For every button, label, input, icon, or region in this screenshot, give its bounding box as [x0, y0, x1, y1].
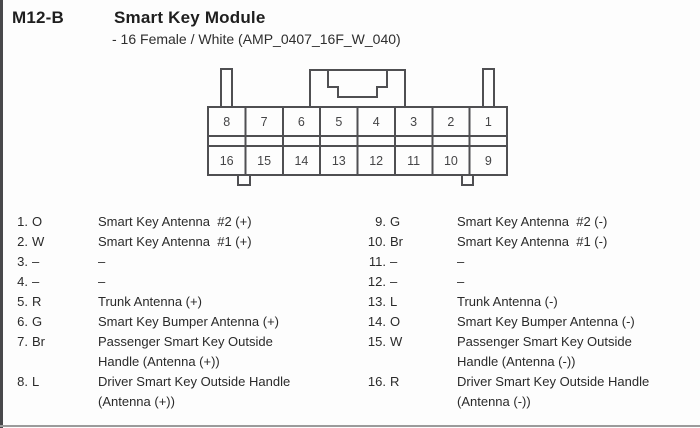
pin-number: 14.	[367, 314, 386, 329]
pin-description: –	[457, 254, 465, 269]
pin-number: 7.	[17, 334, 28, 349]
pin-number: 2.	[17, 234, 28, 249]
pin-number: 11.	[368, 254, 386, 269]
connector-subtitle: - 16 Female / White (AMP_0407_16F_W_040)	[112, 31, 401, 47]
pin-number: 15.	[367, 334, 386, 349]
pin-description: Passenger Smart Key Outside Handle (Ante…	[457, 334, 632, 369]
pin-list-left: 1. O Smart Key Antenna #2 (+) 2. W Smart…	[4, 212, 324, 412]
pin-description: Smart Key Antenna #1 (+)	[98, 234, 252, 249]
pin-list-right: 9. G Smart Key Antenna #2 (-) 10. Br Sma…	[358, 212, 683, 412]
pin-cell-14: 14	[294, 154, 308, 168]
page-title: Smart Key Module	[114, 8, 266, 27]
pin-description: –	[98, 254, 106, 269]
pin-cell-9: 9	[485, 154, 492, 168]
wire-color: R	[390, 374, 400, 389]
pin-cell-1: 1	[485, 115, 492, 129]
pin-cell-12: 12	[369, 154, 383, 168]
wire-color: O	[390, 314, 401, 329]
pin-description: Smart Key Bumper Antenna (-)	[457, 314, 635, 329]
pin-number: 16.	[367, 374, 386, 389]
bottom-border-line	[0, 425, 700, 427]
pin-cell-6: 6	[298, 115, 305, 129]
pin-cell-15: 15	[257, 154, 271, 168]
wire-color: R	[32, 294, 42, 309]
pin-cell-3: 3	[410, 115, 417, 129]
pin-number: 5.	[17, 294, 28, 309]
top-prong-right	[482, 68, 495, 108]
pin-cell-7: 7	[261, 115, 268, 129]
pin-description: Driver Smart Key Outside Handle (Antenna…	[457, 374, 650, 409]
pin-cell-10: 10	[444, 154, 458, 168]
connector-latch	[309, 69, 406, 107]
pin-number: 1.	[17, 214, 28, 229]
wire-color: –	[32, 274, 40, 289]
mount-tab-left	[237, 175, 251, 186]
pin-cell-5: 5	[335, 115, 342, 129]
pin-description: Passenger Smart Key Outside Handle (Ante…	[98, 334, 273, 369]
pin-number: 4.	[17, 274, 28, 289]
pin-cell-8: 8	[223, 115, 230, 129]
pin-number: 8.	[17, 374, 28, 389]
pin-cell-2: 2	[447, 115, 454, 129]
pin-cell-4: 4	[373, 115, 380, 129]
latch-notch	[327, 70, 388, 98]
pin-description: Smart Key Antenna #1 (-)	[457, 234, 608, 249]
wire-color: G	[390, 214, 401, 229]
connector-diagram: 8 7 6 5 4 3 2 1 16 15 14 13 12 11 10 9	[207, 68, 508, 186]
connector-id: M12-B	[12, 8, 65, 27]
wire-color: G	[32, 314, 43, 329]
wire-color: O	[32, 214, 43, 229]
wire-color: –	[390, 254, 398, 269]
left-border-bar	[0, 0, 3, 428]
pin-cell-11: 11	[407, 154, 420, 168]
wire-color: –	[390, 274, 398, 289]
wire-color: L	[32, 374, 40, 389]
wire-color: L	[390, 294, 398, 309]
pin-description: Driver Smart Key Outside Handle (Antenna…	[98, 374, 291, 409]
wire-color: Br	[32, 334, 45, 349]
pin-description: Trunk Antenna (+)	[98, 294, 202, 309]
pin-number: 10.	[367, 234, 386, 249]
pin-cell-13: 13	[332, 154, 346, 168]
pin-description: Smart Key Antenna #2 (+)	[98, 214, 252, 229]
pin-number: 6.	[17, 314, 28, 329]
pin-cell-16: 16	[220, 154, 234, 168]
pin-description: –	[98, 274, 106, 289]
pin-number: 3.	[17, 254, 28, 269]
pin-description: Smart Key Bumper Antenna (+)	[98, 314, 280, 329]
wire-color: Br	[390, 234, 403, 249]
top-prong-left	[220, 68, 233, 108]
pin-description: Smart Key Antenna #2 (-)	[457, 214, 608, 229]
pin-description: –	[457, 274, 465, 289]
pin-number: 9.	[375, 214, 386, 229]
wire-color: W	[32, 234, 45, 249]
pin-number: 13.	[367, 294, 386, 309]
mount-tab-right	[461, 175, 474, 186]
wire-color: W	[390, 334, 403, 349]
wire-color: –	[32, 254, 40, 269]
pin-description: Trunk Antenna (-)	[457, 294, 558, 309]
pin-number: 12.	[367, 274, 386, 289]
